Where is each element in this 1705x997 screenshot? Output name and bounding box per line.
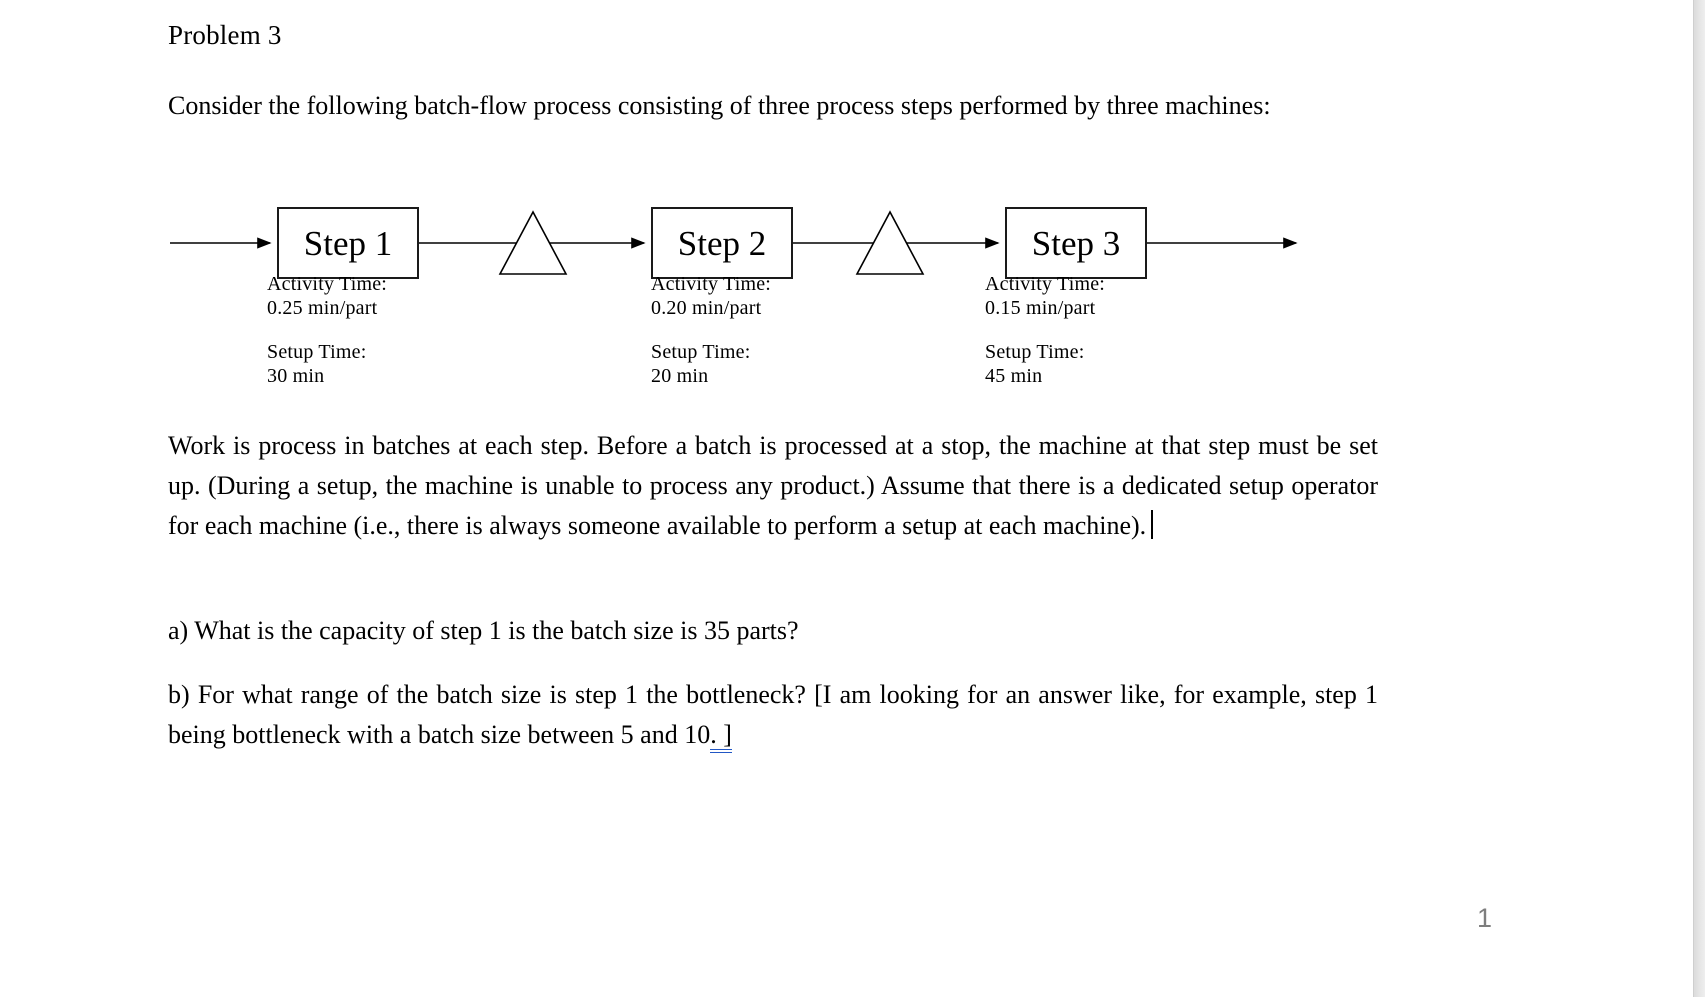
step1-activity-value: 0.25 min/part (267, 297, 378, 319)
text-cursor-caret (1151, 510, 1154, 539)
step3-box-label: Step 3 (1032, 224, 1120, 263)
step1-info: Activity Time: 0.25 min/part Setup Time:… (267, 272, 387, 388)
grammar-check-underline: . ] (710, 720, 732, 753)
question-b: b) For what range of the batch size is s… (168, 675, 1378, 755)
body-paragraph-text: Work is process in batches at each step.… (168, 431, 1378, 540)
process-box-step3 (1005, 207, 1147, 279)
page-number: 1 (1477, 903, 1493, 933)
intro-paragraph: Consider the following batch-flow proces… (168, 91, 1271, 120)
step1-activity-label: Activity Time: (267, 273, 388, 295)
question-b-text: b) For what range of the batch size is s… (168, 680, 1378, 749)
step1-box-label: Step 1 (304, 224, 392, 263)
step2-box-label: Step 2 (678, 224, 766, 263)
step3-setup-value: 45 min (985, 365, 1043, 387)
process-box-step2 (651, 207, 793, 279)
scrollbar-track[interactable] (1693, 0, 1705, 997)
step2-setup-label: Setup Time: (651, 341, 751, 363)
step3-info: Activity Time: 0.15 min/part Setup Time:… (985, 272, 1105, 388)
step2-info: Activity Time: 0.20 min/part Setup Time:… (651, 272, 771, 388)
step1-setup-value: 30 min (267, 365, 325, 387)
process-flow-diagram: Step 1 Step 2 Step 3 (170, 207, 1298, 279)
step3-activity-value: 0.15 min/part (985, 297, 1096, 319)
process-box-step1 (277, 207, 419, 279)
body-paragraph: Work is process in batches at each step.… (168, 426, 1378, 546)
inventory-triangle-icon (498, 210, 568, 275)
step2-activity-value: 0.20 min/part (651, 297, 762, 319)
problem-title: Problem 3 (168, 20, 282, 50)
step3-activity-label: Activity Time: (985, 273, 1106, 295)
step2-activity-label: Activity Time: (651, 273, 772, 295)
step2-setup-value: 20 min (651, 365, 709, 387)
inventory-triangle-icon (855, 210, 925, 275)
question-a: a) What is the capacity of step 1 is the… (168, 616, 799, 645)
step1-setup-label: Setup Time: (267, 341, 367, 363)
step3-setup-label: Setup Time: (985, 341, 1085, 363)
